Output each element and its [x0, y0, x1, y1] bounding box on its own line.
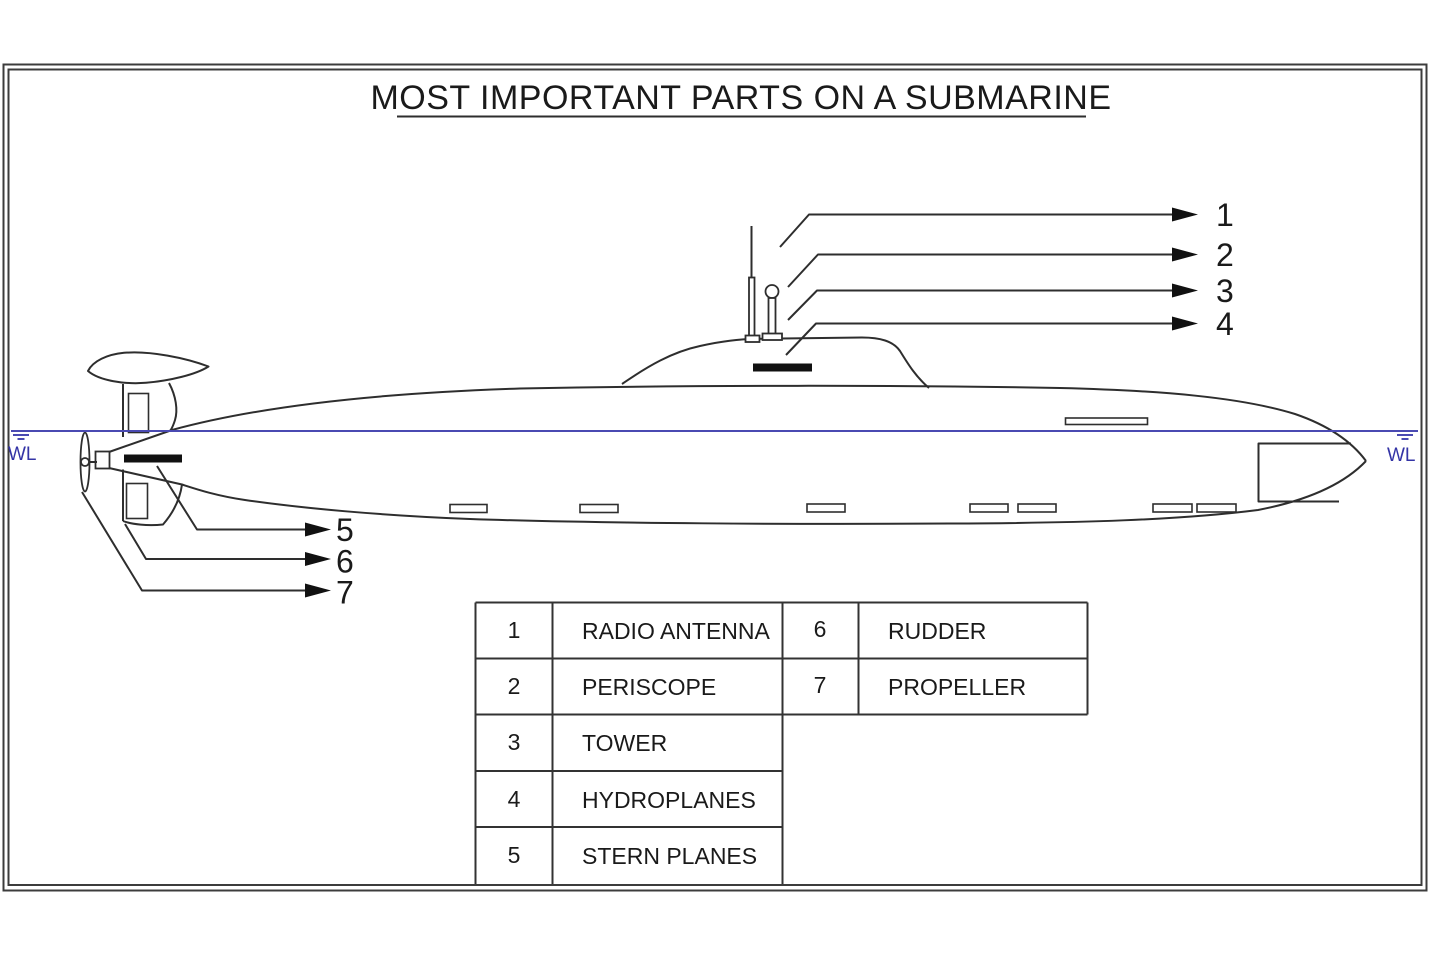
waterline-symbol-left — [13, 434, 29, 440]
waterline-symbol-right — [1397, 434, 1413, 440]
tail-assembly — [87, 351, 210, 527]
tower-outline — [621, 336, 930, 389]
flood-port — [969, 503, 1009, 513]
waterline-label-left: WL — [8, 444, 37, 465]
submarine-drawing — [79, 226, 1367, 527]
flood-port — [806, 503, 846, 513]
stern-cone-cap — [94, 450, 111, 470]
table-cell-number: 4 — [508, 786, 521, 812]
arrowhead — [1172, 316, 1198, 331]
periscope — [761, 284, 783, 341]
hull-bottom-outline — [108, 460, 1367, 525]
callout-tower: 3 — [787, 273, 1234, 321]
table-row: 6 RUDDER — [814, 616, 987, 644]
radio-antenna — [744, 226, 761, 343]
title-block: MOST IMPORTANT PARTS ON A SUBMARINE — [370, 79, 1111, 118]
propeller — [79, 431, 97, 493]
table-cell-label: PERISCOPE — [582, 674, 716, 700]
table-cell-label: HYDROPLANES — [582, 787, 756, 813]
bow-sonar-panel — [1257, 442, 1351, 503]
page-title: MOST IMPORTANT PARTS ON A SUBMARINE — [370, 79, 1111, 117]
arrowhead — [1172, 283, 1198, 298]
upper-rudder-panel — [127, 392, 150, 434]
table-row: 5 STERN PLANES — [508, 842, 758, 869]
table-cell-label: STERN PLANES — [582, 843, 757, 869]
flood-port — [1196, 503, 1237, 513]
arrowhead — [305, 522, 331, 537]
lower-rudder-trailing-edge — [122, 484, 183, 527]
arrowhead — [305, 583, 331, 598]
antenna-mast — [748, 276, 756, 338]
table-row: 1 RADIO ANTENNA — [508, 617, 771, 644]
periscope-stem — [767, 297, 777, 335]
table-cell-number: 6 — [814, 616, 827, 642]
table-cell-number: 7 — [814, 672, 827, 698]
callout-hydroplanes: 4 — [785, 306, 1234, 356]
callout-rudder: 6 — [124, 523, 354, 580]
table-cell-number: 1 — [508, 617, 521, 643]
table-cell-label: RADIO ANTENNA — [582, 618, 771, 644]
callout-number-1: 1 — [1216, 197, 1234, 233]
table-row: 3 TOWER — [508, 729, 668, 756]
frame-inner-border — [7, 68, 1423, 886]
table-row: 4 HYDROPLANES — [508, 786, 756, 813]
callout-periscope: 2 — [787, 237, 1234, 288]
lower-rudder-panel — [125, 482, 149, 520]
callout-number-5: 5 — [336, 512, 354, 548]
waterline: WL WL — [8, 430, 1418, 466]
hydroplanes-mark — [753, 363, 812, 372]
flood-port — [449, 503, 488, 514]
deck-hatch-strip — [1064, 417, 1149, 426]
upper-rudder-trailing-edge — [168, 382, 178, 432]
callout-number-4: 4 — [1216, 306, 1234, 342]
flood-port — [579, 503, 619, 514]
callout-number-2: 2 — [1216, 237, 1234, 273]
flood-ports — [449, 503, 1237, 514]
table-cell-label: PROPELLER — [888, 674, 1026, 700]
table-cell-number: 2 — [508, 673, 521, 699]
flood-port — [1152, 503, 1193, 513]
arrowhead — [305, 552, 331, 566]
callout-number-3: 3 — [1216, 273, 1234, 309]
table-row: 7 PROPELLER — [814, 672, 1026, 700]
callout-leaders-top: 1 2 3 4 — [779, 197, 1234, 356]
tail-pod — [87, 351, 210, 385]
arrowhead — [1172, 207, 1198, 222]
table-cell-label: RUDDER — [888, 618, 986, 644]
sheet-frame — [2, 63, 1428, 892]
parts-table: 1 RADIO ANTENNA 2 PERISCOPE 3 TOWER 4 HY… — [474, 601, 1089, 884]
flood-port — [1017, 503, 1057, 513]
antenna-base — [744, 334, 761, 343]
callout-propeller: 7 — [81, 491, 354, 611]
waterline-label-right: WL — [1387, 445, 1416, 466]
callout-number-6: 6 — [336, 544, 354, 580]
propeller-hub — [80, 457, 90, 467]
table-cell-label: TOWER — [582, 730, 667, 756]
hull-top-outline — [108, 384, 1367, 462]
arrowhead — [1172, 247, 1198, 262]
table-cell-number: 3 — [508, 729, 521, 755]
callout-stern-planes: 5 — [156, 465, 354, 548]
callout-number-7: 7 — [336, 575, 354, 611]
callout-radio-antenna: 1 — [779, 197, 1234, 248]
stern-planes-mark — [124, 454, 182, 463]
callout-leaders-stern: 5 6 7 — [81, 465, 354, 611]
periscope-base — [761, 332, 783, 341]
table-cell-number: 5 — [508, 842, 521, 868]
table-row: 2 PERISCOPE — [508, 673, 717, 700]
frame-outer-border — [2, 63, 1428, 892]
periscope-head — [764, 284, 780, 299]
